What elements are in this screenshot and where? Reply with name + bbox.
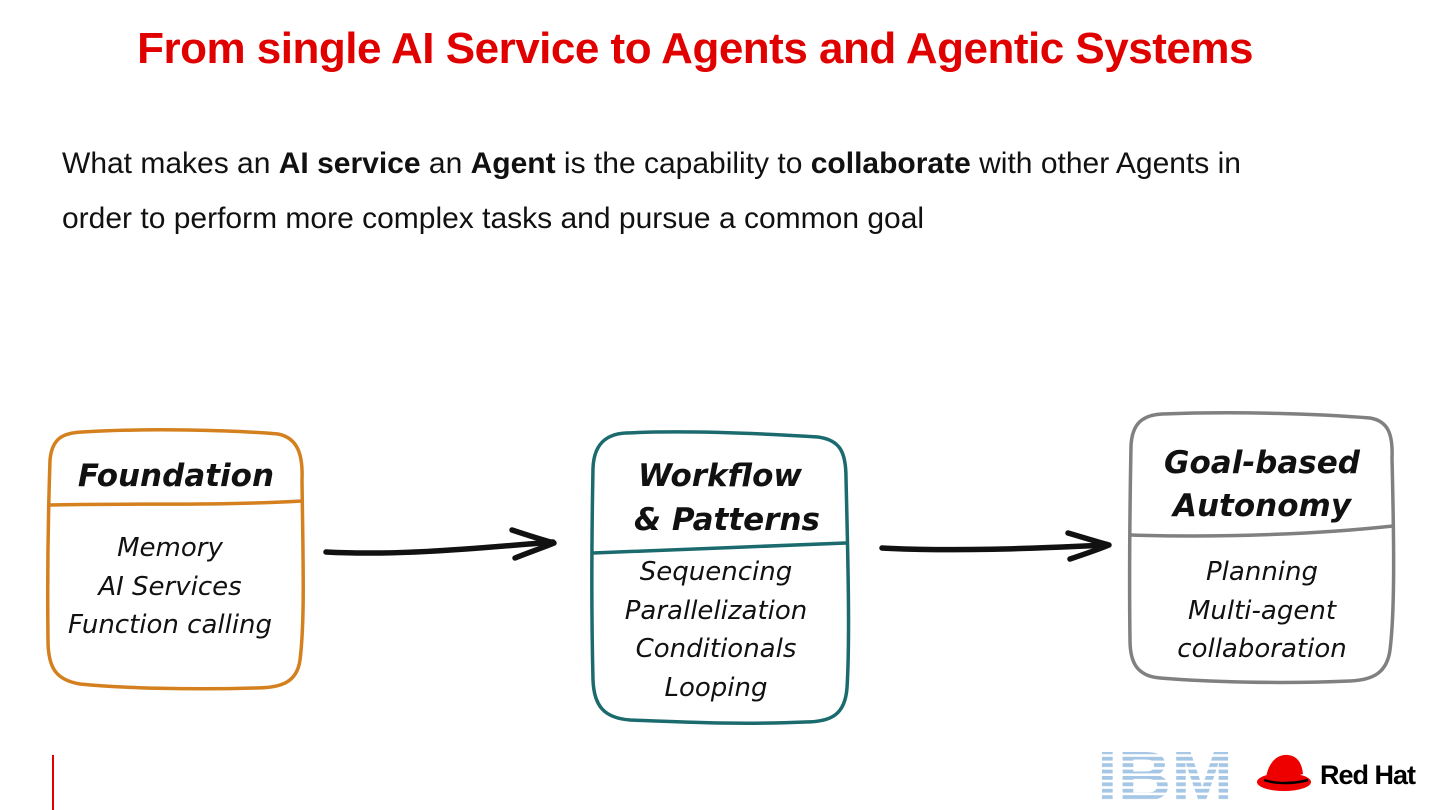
arrow-1-head <box>509 527 557 561</box>
workflow-divider <box>592 541 847 555</box>
intro-part: with other Agents in <box>970 147 1241 180</box>
workflow-title-line-2: & Patterns <box>634 502 820 538</box>
workflow-item-conditionals: Conditionals <box>636 634 797 664</box>
intro-part: What makes an <box>62 147 279 180</box>
workflow-item-parallelization: Parallelization <box>625 596 808 626</box>
workflow-item-sequencing: Sequencing <box>640 557 792 587</box>
foundation-box-outline <box>45 428 305 691</box>
svg-text:Red Hat: Red Hat <box>1320 760 1416 790</box>
foundation-box: Foundation Memory AI Services Function c… <box>45 428 305 691</box>
svg-text:IBM: IBM <box>1097 744 1233 802</box>
workflow-title-line-1: Workflow <box>638 458 802 494</box>
redhat-hat-icon <box>1257 754 1311 791</box>
foundation-title: Foundation <box>78 458 274 494</box>
goal-item-collaboration: collaboration <box>1177 634 1346 664</box>
redhat-logo: Red Hat <box>1257 754 1417 791</box>
workflow-box: Workflow & Patterns Sequencing Paralleli… <box>590 430 851 726</box>
slide-title: From single AI Service to Agents and Age… <box>137 24 1253 73</box>
goal-item-planning: Planning <box>1206 557 1318 587</box>
workflow-box-outline <box>590 430 851 726</box>
arrow-1-shaft <box>323 539 556 556</box>
ibm-logo: IBM <box>1097 744 1233 802</box>
foundation-item-memory: Memory <box>117 533 223 563</box>
arrow-2-head <box>1065 530 1112 562</box>
arrow-2-shaft <box>879 542 1111 553</box>
goal-box-outline <box>1127 411 1396 685</box>
intro-bold-collaborate: collaborate <box>810 147 971 180</box>
arrow-2 <box>879 530 1112 562</box>
goal-item-multi-agent: Multi-agent <box>1188 596 1337 626</box>
intro-bold-agent: Agent <box>470 147 556 180</box>
footer-accent-line <box>52 755 54 810</box>
goal-title-line-2: Autonomy <box>1170 488 1353 524</box>
intro-text: What makes an AI service an Agent is the… <box>62 136 1362 246</box>
intro-part: an <box>420 147 471 180</box>
foundation-divider <box>49 499 303 507</box>
goal-title-line-1: Goal-based <box>1164 445 1361 481</box>
goal-divider <box>1130 524 1394 538</box>
foundation-item-function-calling: Function calling <box>68 610 272 640</box>
intro-line-1: What makes an AI service an Agent is the… <box>62 136 1362 191</box>
foundation-item-ai-services: AI Services <box>96 572 241 602</box>
goal-box: Goal-based Autonomy Planning Multi-agent… <box>1127 411 1396 685</box>
intro-bold-ai-service: AI service <box>278 147 421 180</box>
arrow-1 <box>323 527 557 561</box>
intro-line-2: order to perform more complex tasks and … <box>62 202 925 235</box>
workflow-item-looping: Looping <box>664 673 767 703</box>
intro-part: is the capability to <box>555 147 811 180</box>
